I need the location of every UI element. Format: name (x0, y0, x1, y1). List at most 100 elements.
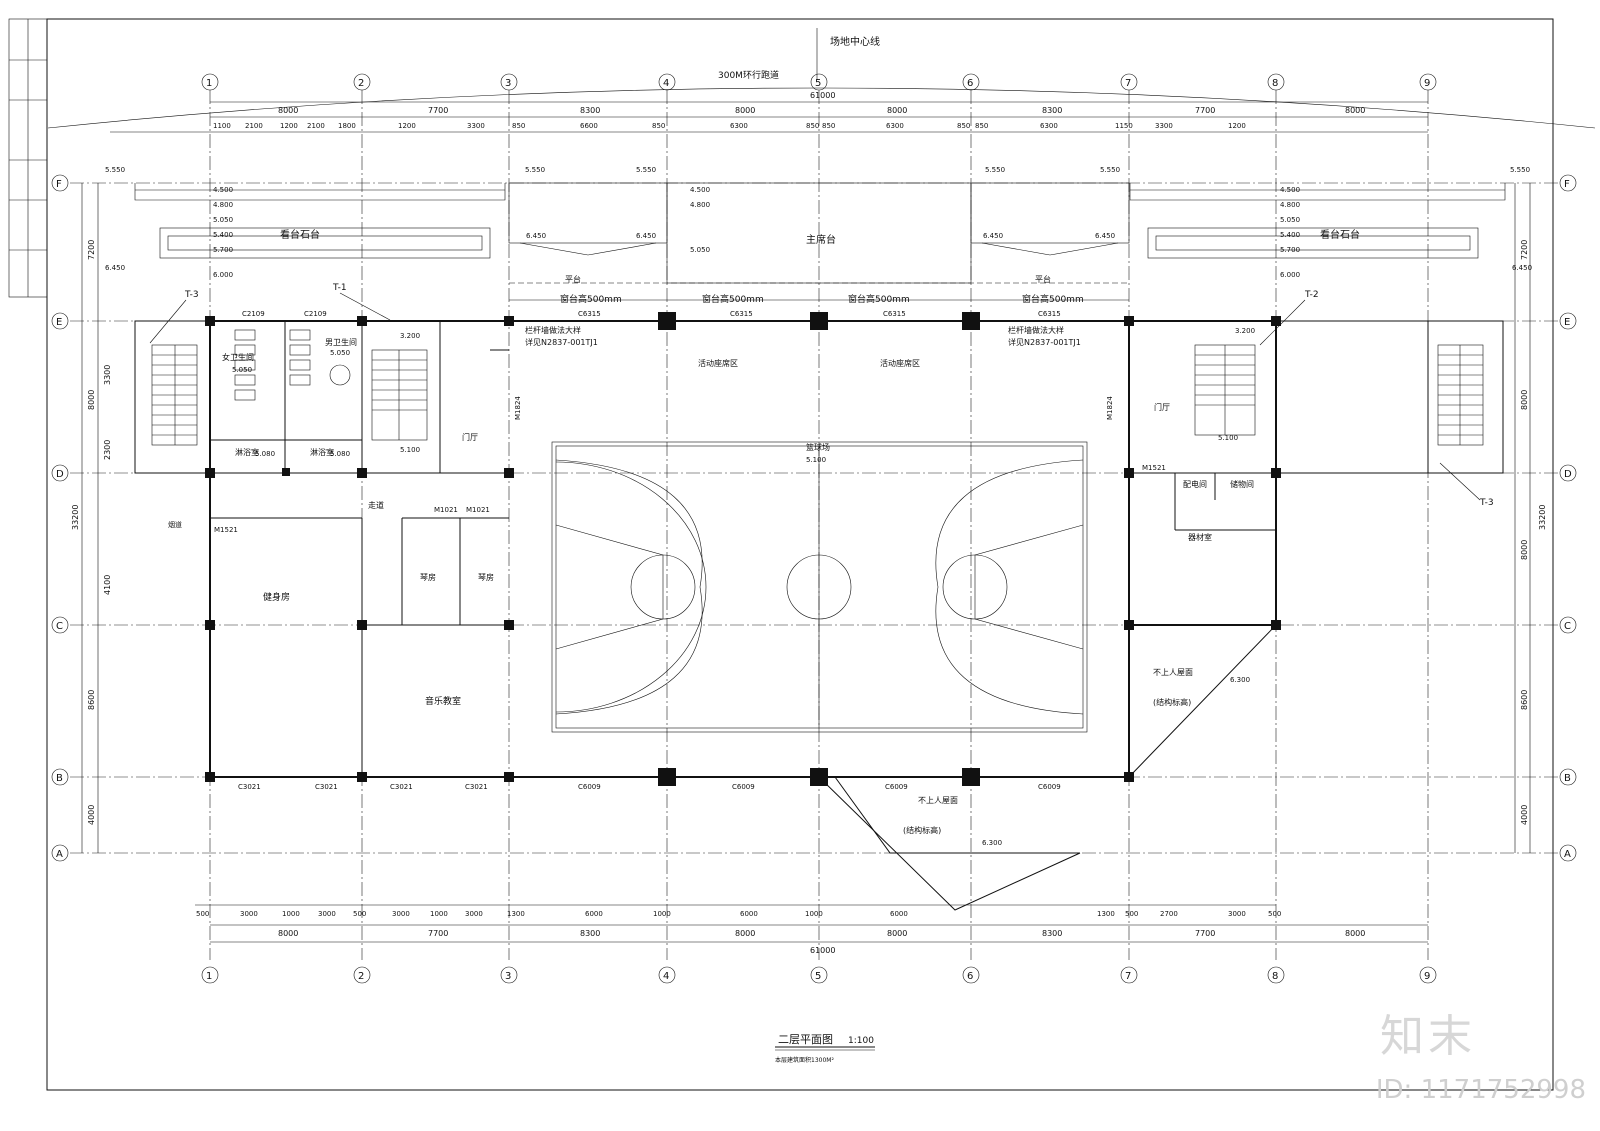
drawing-area-note: 本层建筑面积1300M² (775, 1056, 834, 1064)
svg-text:5.050: 5.050 (1280, 216, 1300, 224)
detail-ref-left: 详见N2837-001TJ1 (525, 337, 598, 347)
svg-text:7700: 7700 (1195, 929, 1215, 938)
elev-roof-bottom: 6.300 (982, 839, 1002, 847)
stair-t2 (1194, 344, 1256, 436)
svg-text:4100: 4100 (103, 575, 112, 595)
svg-text:6.450: 6.450 (105, 264, 125, 272)
svg-text:500: 500 (1268, 910, 1281, 918)
room-shower-2: 淋浴室 (310, 447, 334, 457)
svg-text:B: B (56, 773, 63, 784)
tag-c3021-2: C3021 (315, 783, 338, 791)
sill-label-3: 窗台高500mm (848, 293, 910, 305)
svg-text:6300: 6300 (886, 122, 904, 130)
svg-text:2300: 2300 (103, 440, 112, 460)
dim-total-bottom: 61000 (810, 946, 835, 955)
basketball-label: 篮球场 (806, 442, 830, 452)
bleacher-left-label: 看台石台 (280, 228, 320, 241)
svg-text:850: 850 (806, 122, 819, 130)
dim-top-bays: 8000 7700 8300 8000 8000 8300 7700 8000 (278, 106, 1365, 115)
svg-text:4000: 4000 (1520, 805, 1529, 825)
svg-text:8000: 8000 (1520, 390, 1529, 410)
svg-text:3: 3 (505, 971, 511, 982)
left-wing-partitions (210, 321, 509, 777)
tag-m1824-left: M1824 (514, 396, 522, 420)
svg-text:1: 1 (206, 78, 212, 89)
tag-c3021-1: C3021 (238, 783, 261, 791)
svg-text:6.450: 6.450 (983, 232, 1003, 240)
svg-text:A: A (56, 849, 63, 860)
grid-bubbles-top: 1 2 3 4 5 6 7 8 9 (201, 73, 1437, 91)
drawing-frame (46, 18, 1554, 1091)
elev-t2-landing: 5.100 (1218, 434, 1238, 442)
svg-text:D: D (56, 469, 64, 480)
tag-m1521-1: M1521 (214, 526, 238, 534)
tag-c6009-3: C6009 (885, 783, 908, 791)
tag-c6315-1: C6315 (578, 310, 601, 318)
svg-text:3300: 3300 (467, 122, 485, 130)
room-piano-1: 琴房 (420, 572, 436, 582)
svg-text:8000: 8000 (87, 390, 96, 410)
tag-c6315-3: C6315 (883, 310, 906, 318)
room-mens-wc: 男卫生间 (325, 337, 357, 347)
svg-text:8000: 8000 (1520, 540, 1529, 560)
svg-text:A: A (1564, 849, 1571, 860)
svg-text:2700: 2700 (1160, 910, 1178, 918)
svg-text:5.550: 5.550 (1100, 166, 1120, 174)
svg-text:1150: 1150 (1115, 122, 1133, 130)
tag-m1824-right: M1824 (1106, 396, 1114, 420)
roof-bottom-label: 不上人屋面 (918, 796, 958, 805)
svg-text:6: 6 (967, 78, 973, 89)
svg-text:5.400: 5.400 (213, 231, 233, 239)
svg-text:1000: 1000 (282, 910, 300, 918)
svg-text:1300: 1300 (507, 910, 525, 918)
svg-text:5.700: 5.700 (1280, 246, 1300, 254)
main-stand-label: 主席台 (806, 233, 836, 246)
sill-label-1: 窗台高500mm (560, 293, 622, 305)
svg-text:1000: 1000 (805, 910, 823, 918)
tag-c6315-4: C6315 (1038, 310, 1061, 318)
svg-text:33200: 33200 (71, 505, 80, 530)
svg-text:3300: 3300 (1155, 122, 1173, 130)
roof-diagonals (818, 624, 1277, 911)
tag-c2109-1: C2109 (242, 310, 265, 318)
svg-text:4.500: 4.500 (213, 186, 233, 194)
svg-text:500: 500 (196, 910, 209, 918)
detail-note-right: 栏杆墙做法大样 (1008, 325, 1064, 335)
svg-text:2: 2 (358, 78, 364, 89)
svg-text:7: 7 (1125, 971, 1131, 982)
svg-text:3000: 3000 (392, 910, 410, 918)
svg-text:7200: 7200 (87, 240, 96, 260)
room-lobby-right: 门厅 (1154, 402, 1170, 412)
svg-text:6000: 6000 (740, 910, 758, 918)
svg-text:6300: 6300 (1040, 122, 1058, 130)
svg-text:2: 2 (358, 971, 364, 982)
stair-t1 (371, 349, 428, 441)
svg-text:850: 850 (652, 122, 665, 130)
detail-ref-right: 详见N2837-001TJ1 (1008, 337, 1081, 347)
svg-text:1800: 1800 (338, 122, 356, 130)
room-corridor: 走道 (368, 500, 384, 510)
svg-text:7200: 7200 (1520, 240, 1529, 260)
dim-top-sub: 1100 2100 1200 2100 1800 1200 3300 850 6… (213, 122, 1246, 130)
room-storage: 储物间 (1230, 479, 1254, 489)
svg-text:6000: 6000 (585, 910, 603, 918)
dim-total-top: 61000 (810, 91, 835, 100)
dim-chain-sides (81, 183, 1531, 853)
dim-bottom-bays: 8000 7700 8300 8000 8000 8300 7700 8000 (278, 929, 1365, 938)
dim-left: 7200 3300 2300 8000 4100 8600 4000 33200 (71, 240, 112, 825)
svg-text:7700: 7700 (428, 106, 448, 115)
svg-text:5.550: 5.550 (1510, 166, 1530, 174)
detail-note-left: 栏杆墙做法大样 (525, 325, 581, 335)
tag-c6315-2: C6315 (730, 310, 753, 318)
svg-text:E: E (56, 317, 62, 328)
svg-text:4.800: 4.800 (1280, 201, 1300, 209)
svg-text:8300: 8300 (580, 106, 600, 115)
tag-c3021-3: C3021 (390, 783, 413, 791)
room-power: 配电间 (1183, 479, 1207, 489)
toilet-stalls (234, 329, 351, 401)
stair-left-outer (151, 344, 198, 446)
dim-chain-bottom (195, 904, 1428, 943)
tag-c2109-2: C2109 (304, 310, 327, 318)
svg-text:1300: 1300 (1097, 910, 1115, 918)
svg-text:3000: 3000 (465, 910, 483, 918)
